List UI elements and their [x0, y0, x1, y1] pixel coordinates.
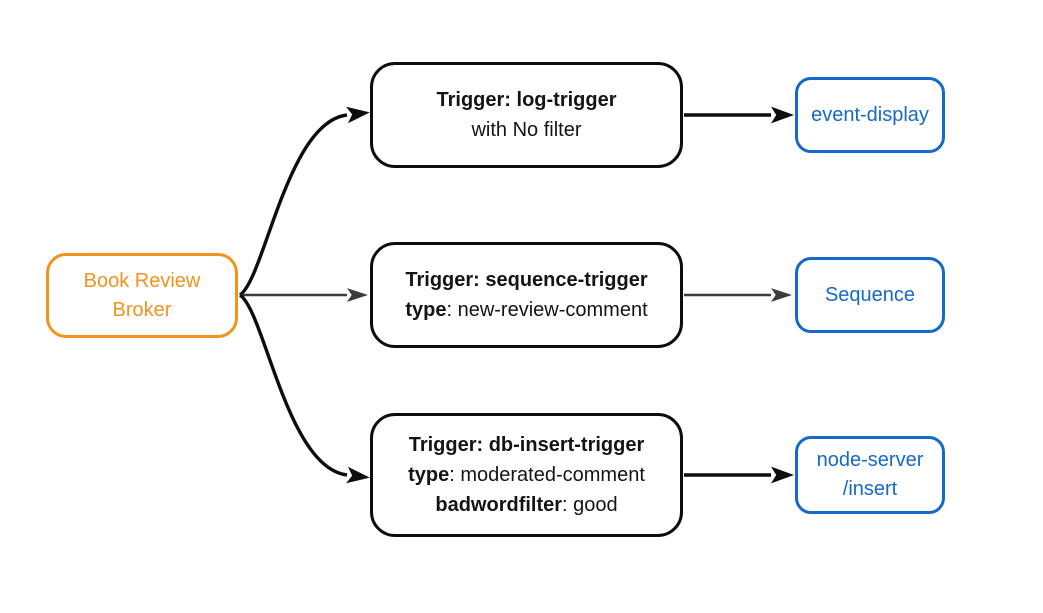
trigger-sequence-filter: type: new-review-comment [405, 299, 648, 321]
sink-node-sequence: Sequence [795, 257, 945, 333]
trigger-db-insert-filter-type: type: moderated-comment [408, 464, 645, 486]
edge-broker-to-log-trigger [238, 106, 370, 297]
trigger-node-db-insert: Trigger: db-insert-trigger type: moderat… [370, 413, 683, 537]
sink-node-event-display: event-display [795, 77, 945, 153]
trigger-node-log: Trigger: log-trigger with No filter [370, 62, 683, 168]
trigger-log-title: Trigger: log-trigger [436, 89, 617, 111]
trigger-db-insert-filter-badword: badwordfilter: good [435, 494, 618, 516]
broker-label-line1: Book Review [83, 269, 201, 292]
sink-node-node-server: node-server /insert [795, 436, 945, 514]
broker-label-line2: Broker [112, 298, 172, 321]
sink-node-server-label-line1: node-server [816, 449, 924, 471]
trigger-node-sequence: Trigger: sequence-trigger type: new-revi… [370, 242, 683, 348]
sink-sequence-label: Sequence [824, 283, 916, 306]
trigger-log-filter: with No filter [471, 119, 582, 141]
sink-node-server-label-line2: /insert [842, 478, 898, 500]
trigger-sequence-title: Trigger: sequence-trigger [405, 269, 648, 291]
edge-broker-to-db-insert-trigger [238, 293, 370, 484]
trigger-db-insert-title: Trigger: db-insert-trigger [408, 434, 645, 456]
broker-node: Book Review Broker [46, 253, 238, 338]
sink-event-display-label: event-display [811, 103, 929, 126]
